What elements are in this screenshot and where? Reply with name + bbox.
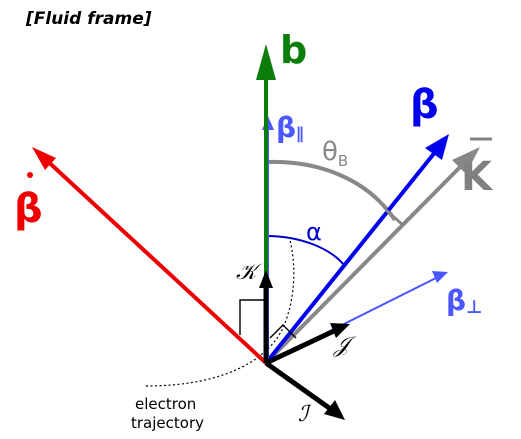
beta-dot-overdot <box>27 172 33 178</box>
beta-dot-label: β <box>14 186 43 232</box>
k-bar-vector <box>264 155 472 365</box>
theta-b-label: θB <box>322 137 348 170</box>
theta-b-arc <box>265 159 397 222</box>
b-arrowhead <box>256 44 276 80</box>
beta-k-perp-tick <box>385 208 405 228</box>
alpha-arc <box>265 235 345 266</box>
i-arrowhead <box>324 400 345 420</box>
k-bar-arrowhead <box>452 147 480 174</box>
k-bar-label: K <box>461 154 494 200</box>
electron-trajectory-curve <box>145 239 295 387</box>
j-label: 𝒥 <box>333 333 357 358</box>
beta-label: β <box>410 82 439 128</box>
b-label: b <box>280 28 307 72</box>
i-vector <box>264 360 334 413</box>
beta-perp-arrowhead <box>432 271 448 283</box>
beta-arrowhead <box>425 134 449 160</box>
j-arrowhead <box>330 323 350 338</box>
beta-dot-vector <box>40 154 268 365</box>
trajectory-label-line1: electron <box>135 395 196 413</box>
beta-dot-arrowhead <box>32 147 56 170</box>
trajectory-label-line2: trajectory <box>131 414 204 432</box>
kappa-label: 𝒦 <box>236 260 263 285</box>
beta-parallel-label: β∥ <box>276 111 304 144</box>
i-label: ℐ <box>298 402 312 427</box>
alpha-label: α <box>306 218 322 246</box>
kappa-arrowhead <box>259 270 273 288</box>
beta-vector <box>264 144 442 365</box>
right-angle-right <box>269 324 297 339</box>
beta-dot-label-group: β <box>14 172 43 232</box>
j-vector <box>264 327 338 366</box>
right-angle-left <box>239 299 264 335</box>
beta-perp-label: β⊥ <box>446 284 483 318</box>
k-bar-label-group: K <box>461 137 494 200</box>
frame-title: [Fluid frame] <box>25 9 152 29</box>
